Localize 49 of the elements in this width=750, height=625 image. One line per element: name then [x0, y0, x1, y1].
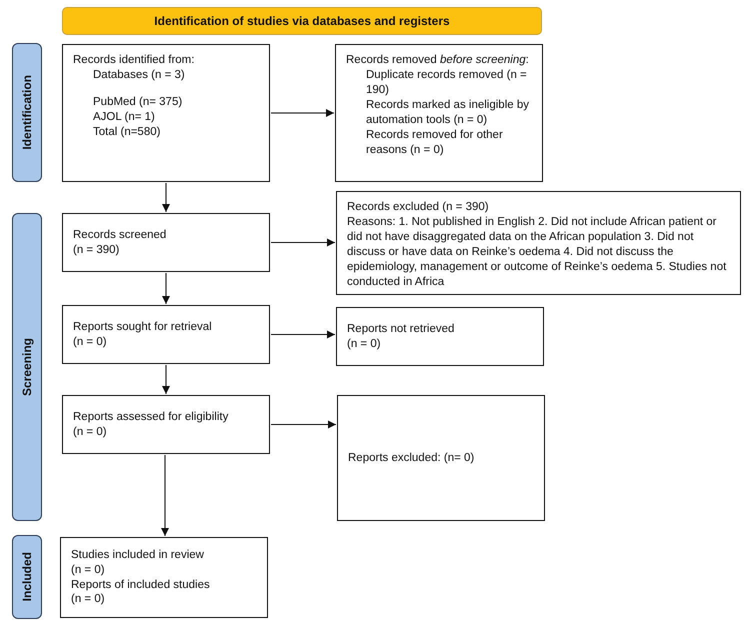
box-text: AJOL (n= 1) [92, 110, 156, 125]
process-box [336, 191, 741, 295]
phase-label-bar [12, 535, 42, 619]
process-box [62, 395, 270, 454]
phase-label: Included [20, 552, 34, 602]
phase-label: Identification [20, 75, 34, 150]
process-box [337, 395, 545, 521]
box-text: Reports sought for retrieval [73, 320, 213, 334]
phase-label-bar [12, 43, 42, 182]
box-text: (n = 0) [73, 334, 108, 350]
process-box [62, 44, 270, 182]
section-header-band [62, 7, 542, 35]
box-text: Records screened [73, 228, 168, 242]
phase-label-bar [12, 213, 42, 521]
box-text: (n = 0) [73, 424, 108, 440]
phase-label: Screening [20, 338, 34, 396]
box-text: Records excluded (n = 390) [347, 200, 490, 215]
box-text: (n = 0) [71, 562, 106, 578]
arrow [270, 238, 336, 246]
box-text: Records marked as ineligible by automation tools (n = 0) [365, 98, 530, 128]
box-text: (n = 390) [73, 242, 120, 258]
arrow [162, 272, 170, 304]
box-text: Total (n=580) [92, 124, 162, 140]
box-text: Reports assessed for eligibility [73, 410, 230, 424]
arrow [162, 182, 170, 212]
box-text: Records removed for other reasons (n = 0) [365, 128, 504, 158]
box-text: Duplicate records removed (n = 190) [365, 68, 528, 98]
box-text: Records identified from: [73, 53, 196, 68]
arrow [161, 454, 169, 536]
box-text: (n = 0) [71, 592, 106, 608]
process-box [336, 307, 544, 366]
section-title: Identification of studies via databases and registers [154, 14, 450, 28]
process-box [62, 213, 270, 272]
box-text: Reports of included studies [71, 578, 211, 592]
box-text: Studies included in review [71, 548, 205, 563]
arrow [270, 109, 334, 117]
process-box [62, 305, 270, 364]
arrow [270, 330, 336, 338]
arrow [270, 420, 336, 428]
process-box [60, 537, 268, 618]
box-text: PubMed (n= 375) [92, 94, 184, 110]
box-text: Reports not retrieved [347, 322, 456, 336]
process-box [335, 44, 543, 182]
box-text: Databases (n = 3) [92, 68, 186, 83]
arrow [162, 364, 170, 394]
box-text: (n = 0) [347, 336, 382, 352]
box-text: Reports excluded: (n= 0) [348, 450, 476, 466]
box-text: Reasons: 1. Not published in English 2. Did not include African patient or did not have disaggregated data on the African population 3. Did not discuss or have data on Reinke’s oedema 4. Did not discuss the epidemiology, management or outcome of Reinke’s oedema 5. Studies not conducted in Africa [347, 214, 728, 290]
box-text: Records removed before screening: [346, 53, 530, 68]
